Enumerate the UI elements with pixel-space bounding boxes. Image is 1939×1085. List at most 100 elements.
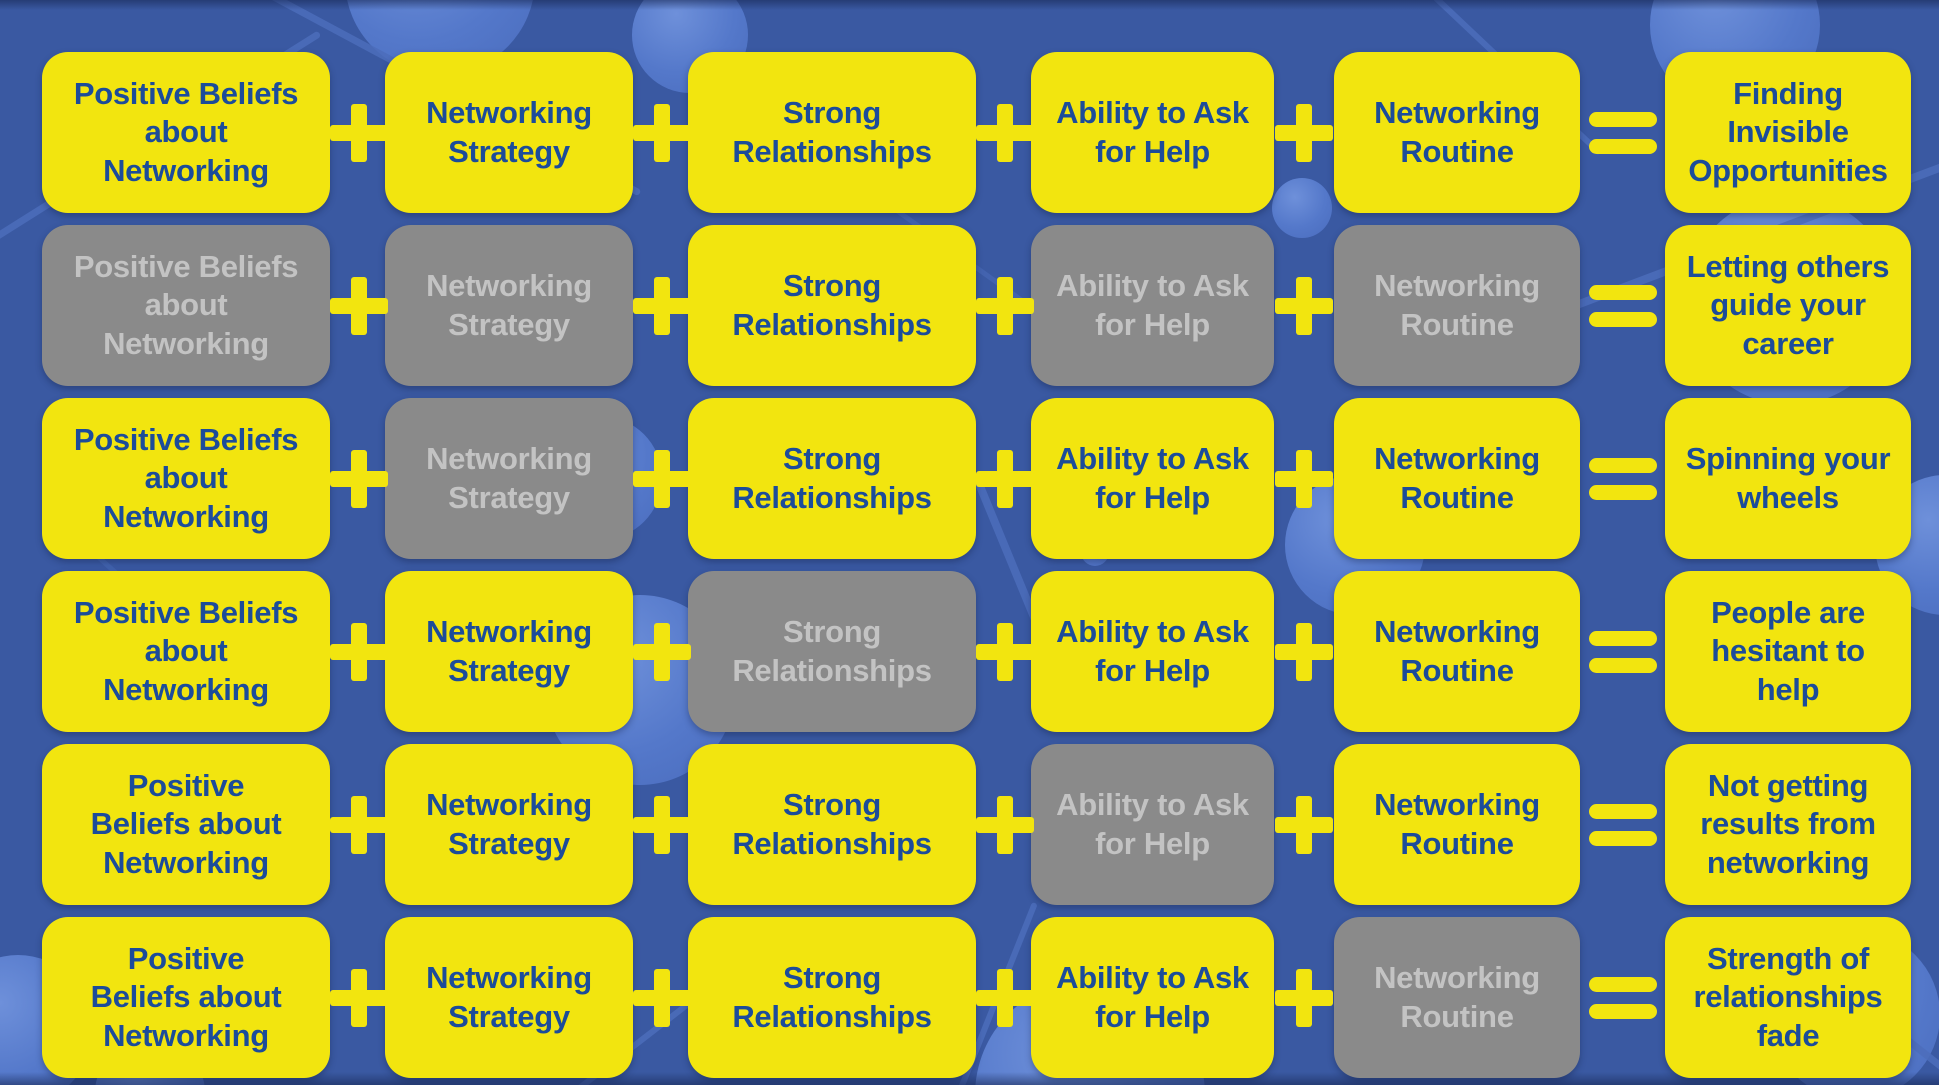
box-label-line: Relationships	[732, 133, 932, 169]
box-label-line: Strategy	[448, 998, 570, 1034]
box-label-line: People are	[1711, 595, 1865, 631]
plus-cell	[633, 917, 691, 1078]
box-label-line: Ability to Ask	[1056, 960, 1249, 996]
plus-icon	[330, 622, 388, 681]
box-label-line: Routine	[1400, 479, 1514, 515]
plus-icon	[330, 449, 388, 508]
plus-icon	[330, 795, 388, 854]
box-label-line: Routine	[1400, 306, 1514, 342]
plus-cell	[1274, 571, 1334, 732]
box-label-line: networking	[1706, 844, 1870, 880]
box-label-line: fade	[1756, 1017, 1820, 1053]
box-label-line: Strong	[782, 787, 882, 823]
box-label-line: Networking	[426, 95, 592, 131]
plus-cell	[976, 571, 1034, 732]
box-label-line: for Help	[1095, 133, 1210, 169]
box-label-line: Letting others	[1686, 249, 1890, 285]
equals-bar	[1588, 630, 1657, 646]
equals-cell	[1580, 571, 1665, 732]
equals-icon	[1588, 803, 1657, 846]
box-label-line: Networking	[426, 787, 592, 823]
equals-bar	[1588, 284, 1657, 300]
plus-icon	[976, 795, 1034, 854]
plus-icon	[976, 276, 1034, 335]
box-label-line: Strategy	[448, 479, 570, 515]
plus-cell	[633, 398, 691, 559]
box-label-line: Networking	[1374, 268, 1540, 304]
box-label-line: Networking	[103, 671, 269, 707]
box-label-line: Strong	[782, 95, 882, 131]
box-label-line: Strong	[782, 960, 882, 996]
box-label-line: results from	[1700, 806, 1876, 842]
box-label-line: about	[144, 114, 228, 150]
box-label-line: Networking	[103, 1017, 269, 1053]
box-label-line: Invisible	[1727, 114, 1849, 150]
box-label-line: Networking	[103, 498, 269, 534]
box-label-line: for Help	[1095, 998, 1210, 1034]
plus-cell	[1274, 398, 1334, 559]
box-label-line: for Help	[1095, 306, 1210, 342]
plus-icon	[1275, 622, 1333, 681]
box-label-line: Networking	[103, 844, 269, 880]
box-label-line: Relationships	[732, 825, 932, 861]
box-label-line: Relationships	[732, 998, 932, 1034]
box-label-line: career	[1742, 325, 1834, 361]
box-label-line: Strategy	[448, 652, 570, 688]
box-label-line: about	[144, 287, 228, 323]
box-label-line: Strategy	[448, 133, 570, 169]
plus-cell	[330, 52, 388, 213]
box-label-line: wheels	[1737, 479, 1839, 515]
plus-cell	[330, 571, 388, 732]
equals-cell	[1580, 917, 1665, 1078]
plus-cell	[1274, 917, 1334, 1078]
equals-bar	[1588, 111, 1657, 127]
plus-icon	[976, 622, 1034, 681]
plus-cell	[330, 744, 388, 905]
equals-bar	[1588, 830, 1657, 846]
box-label-line: Ability to Ask	[1056, 614, 1249, 650]
box-label-line: Networking	[1374, 614, 1540, 650]
plus-icon	[633, 968, 691, 1027]
box-label-line: Routine	[1400, 998, 1514, 1034]
box-label-line: Networking	[103, 325, 269, 361]
plus-icon	[330, 968, 388, 1027]
plus-cell	[633, 744, 691, 905]
box-label-line: Networking	[103, 152, 269, 188]
box-label-line: Networking	[426, 268, 592, 304]
box-label-line: Positive Beliefs	[73, 595, 299, 631]
box-label-line: guide your	[1710, 287, 1866, 323]
box-label-line: Networking	[1374, 787, 1540, 823]
box-label-line: Networking	[426, 614, 592, 650]
equals-bar	[1588, 138, 1657, 154]
equals-bar	[1588, 803, 1657, 819]
box-label-line: Networking	[1374, 441, 1540, 477]
plus-icon	[330, 103, 388, 162]
equals-bar	[1588, 976, 1657, 992]
box-label-line: relationships	[1693, 979, 1883, 1015]
box-label-line: Routine	[1400, 825, 1514, 861]
box-label-line: Strategy	[448, 825, 570, 861]
box-label-line: Positive	[127, 941, 245, 977]
box-label-line: help	[1756, 671, 1820, 707]
plus-cell	[330, 225, 388, 386]
